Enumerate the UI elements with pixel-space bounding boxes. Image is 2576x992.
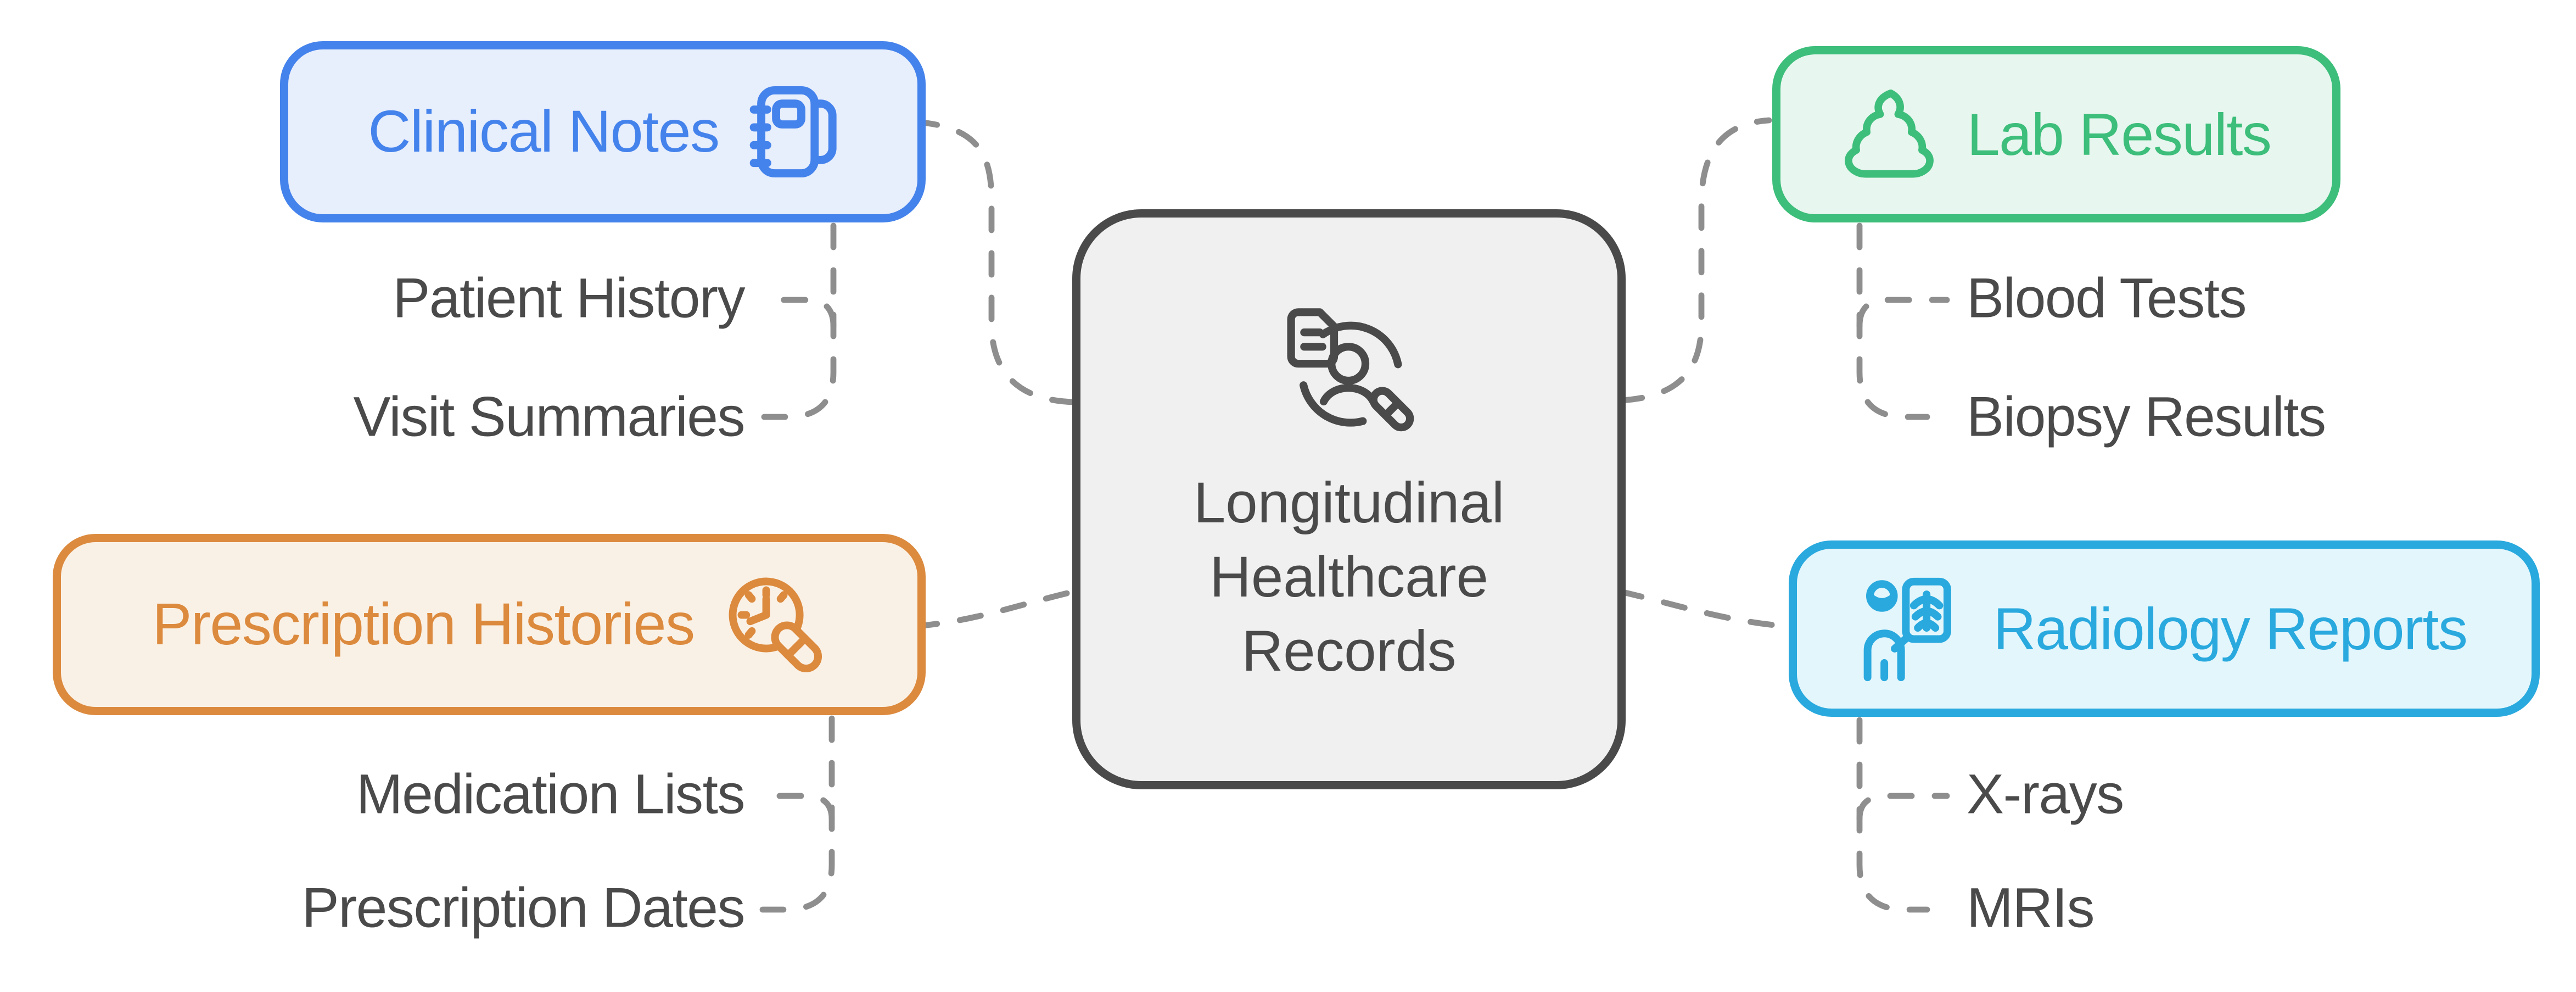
connector-lab-trunk bbox=[1856, 222, 1930, 420]
sub-item-patient-history: Patient History bbox=[393, 267, 745, 331]
stool-sample-icon bbox=[1842, 87, 1937, 182]
connector-radiology-trunk bbox=[1856, 717, 1930, 913]
prescription-histories-label: Prescription Histories bbox=[152, 590, 695, 657]
sub-item-x-rays: X-rays bbox=[1967, 763, 2124, 827]
sub-item-medication-lists: Medication Lists bbox=[356, 763, 746, 827]
patient-record-icon bbox=[1271, 290, 1427, 440]
connector-medication-lists bbox=[756, 793, 835, 822]
center-title-line-3: Records bbox=[1241, 620, 1457, 684]
sub-item-visit-summaries: Visit Summaries bbox=[353, 386, 746, 449]
center-title: Longitudinal Healthcare Records bbox=[1194, 466, 1504, 689]
notebook-icon bbox=[749, 84, 838, 180]
center-title-line-2: Healthcare bbox=[1209, 545, 1488, 610]
lab-results-label: Lab Results bbox=[1967, 99, 2272, 168]
radiology-reports-label: Radiology Reports bbox=[1993, 594, 2468, 662]
sub-item-mris: MRIs bbox=[1967, 877, 2095, 940]
xray-patient-icon bbox=[1862, 576, 1964, 682]
sub-item-prescription-dates: Prescription Dates bbox=[301, 877, 746, 940]
node-clinical-notes: Clinical Notes bbox=[280, 41, 926, 222]
connector-blood-tests bbox=[1856, 297, 1950, 330]
connector-prescription-center bbox=[912, 588, 1077, 629]
sub-item-blood-tests: Blood Tests bbox=[1967, 267, 2247, 331]
node-radiology-reports: Radiology Reports bbox=[1789, 540, 2540, 717]
connector-center-radiology bbox=[1617, 588, 1789, 629]
sub-item-biopsy-results: Biopsy Results bbox=[1967, 386, 2326, 449]
connector-clinical-trunk bbox=[761, 222, 837, 420]
clock-pill-icon bbox=[724, 572, 826, 677]
node-lab-results: Lab Results bbox=[1772, 46, 2340, 222]
node-longitudinal-healthcare-records: Longitudinal Healthcare Records bbox=[1072, 209, 1626, 789]
node-prescription-histories: Prescription Histories bbox=[53, 534, 926, 715]
connector-center-lab bbox=[1617, 117, 1772, 404]
connector-xrays bbox=[1856, 793, 1950, 822]
connector-clinical-center bbox=[912, 119, 1077, 405]
clinical-notes-label: Clinical Notes bbox=[368, 97, 720, 165]
center-title-line-1: Longitudinal bbox=[1193, 471, 1505, 536]
connector-prescription-trunk bbox=[759, 715, 835, 913]
connector-patient-history bbox=[758, 297, 837, 330]
